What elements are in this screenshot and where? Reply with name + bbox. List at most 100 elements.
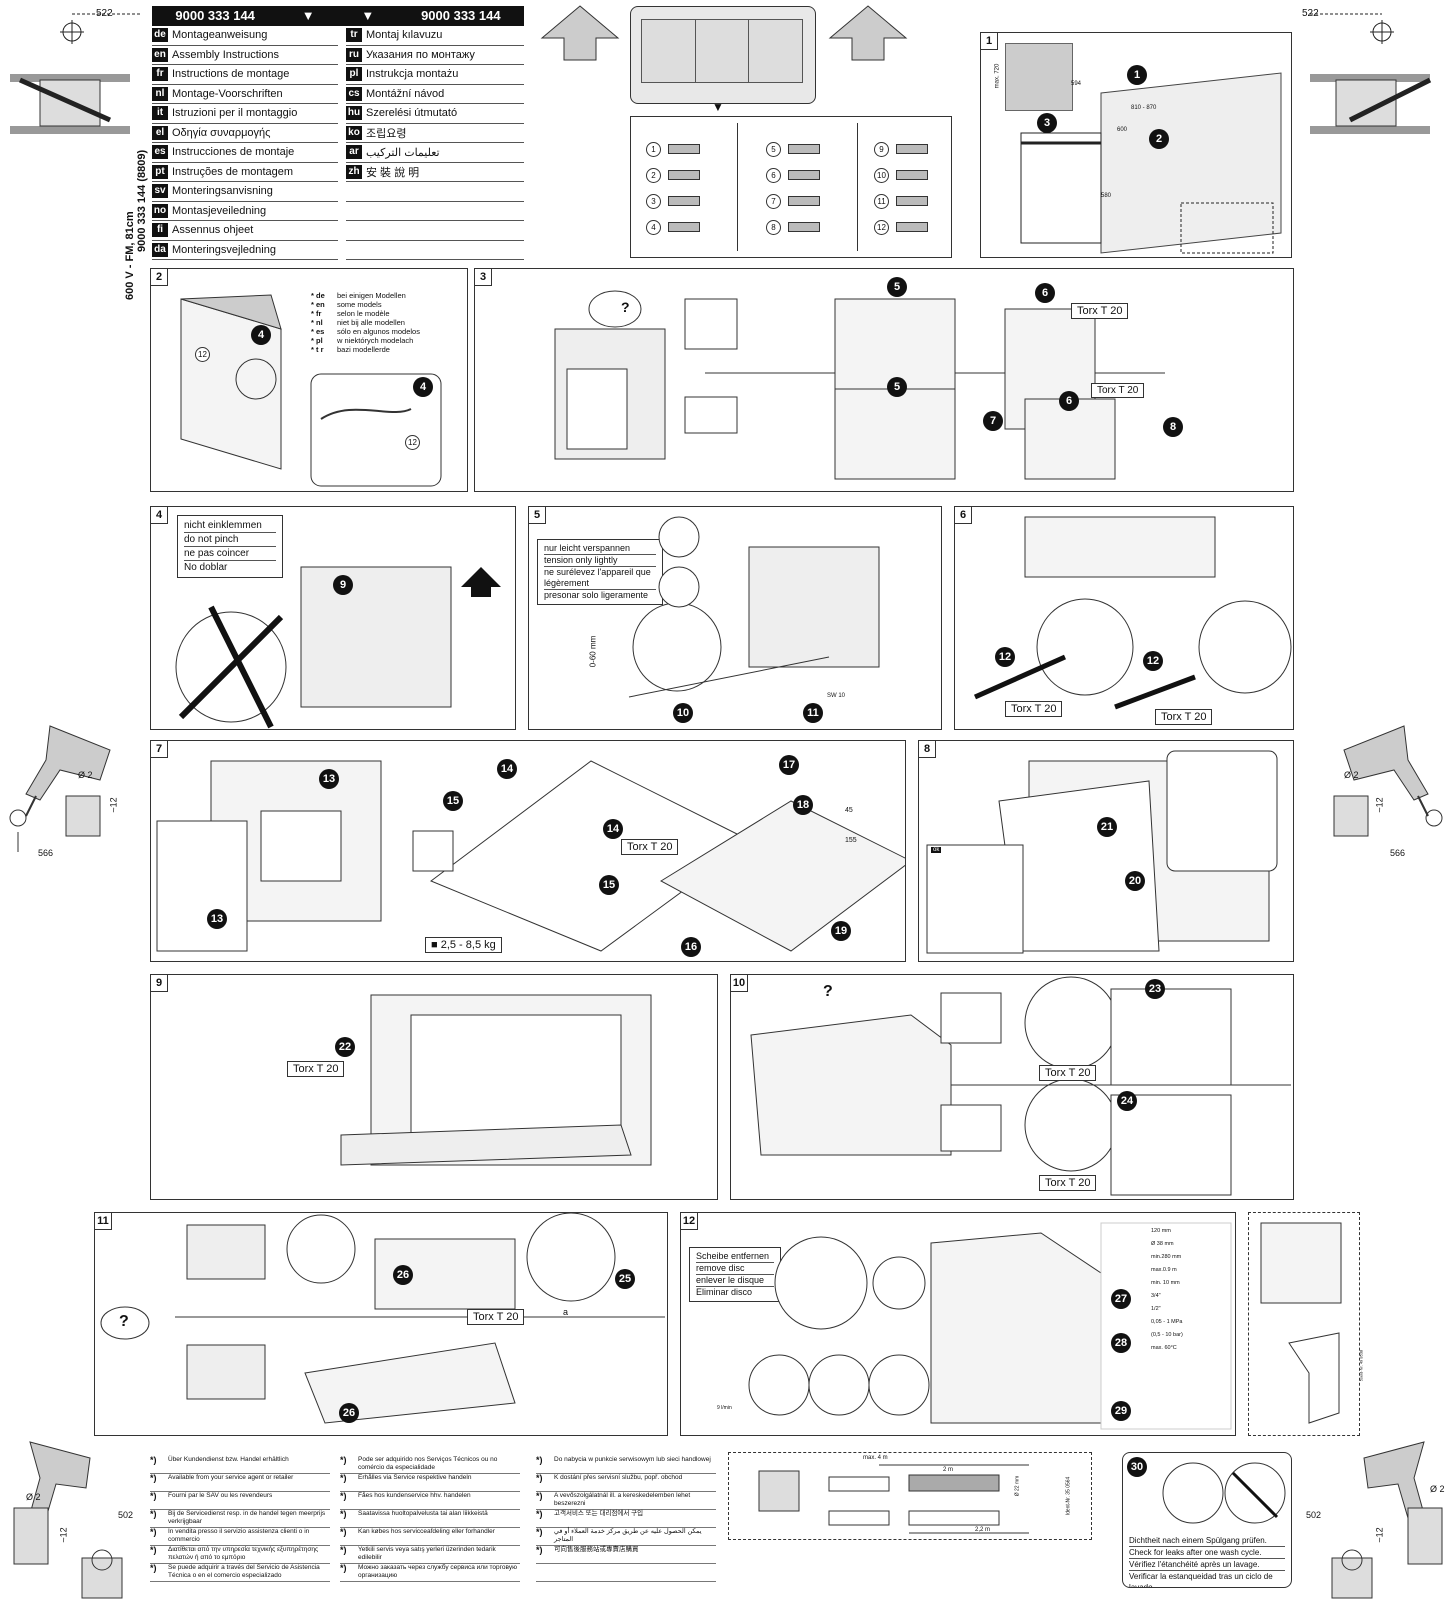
asterisk-icon: *) <box>536 1473 543 1483</box>
torx-label: Torx T 20 <box>1039 1065 1097 1081</box>
asterisk-icon: *) <box>340 1455 347 1465</box>
asterisk-icon: *) <box>150 1509 157 1519</box>
language-code: pt <box>152 164 168 179</box>
weight-value: 2,5 - 8,5 kg <box>440 939 496 951</box>
asterisk-icon: *) <box>150 1491 157 1501</box>
language-code: fr <box>152 67 168 82</box>
footnote-text: Pode ser adquirido nos Serviços Técnicos… <box>358 1456 498 1471</box>
step-badge: 11 <box>803 703 823 723</box>
drill-right-illustration <box>1333 725 1443 837</box>
drill-diameter: Ø 2 <box>1344 770 1359 780</box>
language-title: Istruzioni per il montaggio <box>172 107 298 120</box>
note-text: w niektórych modelach <box>337 336 414 345</box>
part-illustration <box>668 144 700 154</box>
step-badge: 23 <box>1145 979 1165 999</box>
language-code: nl <box>152 86 168 101</box>
screw-fastening-illustration <box>340 994 652 1166</box>
note-language: * de <box>311 291 325 300</box>
note-line: tension only lightly <box>544 555 656 567</box>
language-code: no <box>152 203 168 218</box>
step-badge: 20 <box>1125 871 1145 891</box>
language-title: Monteringsvejledning <box>172 243 276 256</box>
panel-11: 11 ? 26 26 25 Torx T 20 a <box>94 1212 668 1436</box>
panel-number: 9 <box>151 975 168 992</box>
language-row <box>346 182 524 202</box>
flow-label: 9 l/min <box>717 1405 732 1411</box>
hose-extension-box: max. 4 m 2 m 2,2 m Ø 22 mm Ident-Nr. 35 … <box>728 1452 1092 1540</box>
step-badge: 26 <box>339 1403 359 1423</box>
part-number-badge: 3 <box>646 194 661 209</box>
footnote-text: Über Kundendienst bzw. Handel erhältlich <box>168 1456 289 1463</box>
weight-label: ■ 2,5 - 8,5 kg <box>425 937 502 953</box>
connection-dimension: max. 60°C <box>1151 1345 1177 1351</box>
part-illustration <box>788 222 820 232</box>
dim-label: 155 <box>845 837 857 844</box>
footnote-row: *)In vendita presso il servizio assisten… <box>150 1528 330 1546</box>
top-left-cabinet-illustration <box>10 13 140 134</box>
drill-depth: ~12 <box>108 797 119 813</box>
panel-1: 1 594 max. 720 1 2 3 600 580 810 - 870 <box>980 32 1292 258</box>
footnote-text: Erhålles via Service respektive handeln <box>358 1474 472 1481</box>
language-title: Montaj kılavuzu <box>366 29 443 42</box>
panel-7: 7 13 13 14 14 15 15 16 17 18 19 ■ 2,5 - … <box>150 740 906 962</box>
footnote-text: يمكن الحصول عليه عن طريق مركز خدمة العمل… <box>554 1528 702 1543</box>
step-badge: 12 <box>995 647 1015 667</box>
note-language: * fr <box>311 309 322 318</box>
asterisk-icon: *) <box>536 1509 543 1519</box>
footnote-row <box>536 1564 716 1582</box>
footnote-text: Available from your service agent or ret… <box>168 1474 294 1481</box>
water-connection-illustration <box>748 1222 1232 1430</box>
connection-dimension: (0,5 - 10 bar) <box>1151 1332 1183 1338</box>
connection-dimension: 3/4" <box>1151 1293 1161 1299</box>
step-badge: 22 <box>335 1037 355 1057</box>
part-illustration <box>668 170 700 180</box>
footnote-text: Kan købes hos servicceafdeling eller for… <box>358 1528 495 1535</box>
language-title: 安 裝 說 明 <box>366 166 420 179</box>
panel-number: 1 <box>981 33 998 50</box>
dim-bottom-right: 502 <box>1306 1510 1322 1520</box>
part-illustration <box>668 196 700 206</box>
panel-number: 5 <box>529 507 546 524</box>
step-badge: 13 <box>319 769 339 789</box>
drill-diameter: Ø 2 <box>1430 1484 1445 1494</box>
panel-number: 2 <box>151 269 168 286</box>
footnote-text: 可向售後服務站或專賣店購買 <box>554 1546 639 1553</box>
torx-label: Torx T 20 <box>1071 303 1129 319</box>
note-text: bazi modellerde <box>337 345 390 354</box>
connection-dimension: 0,05 - 1 MPa <box>1151 1319 1183 1325</box>
language-title: Instructions de montage <box>172 68 290 81</box>
ok-label: ok <box>931 847 942 853</box>
footnote-text: Se puede adquirir a través del Servicio … <box>168 1564 320 1579</box>
language-row <box>346 241 524 260</box>
step-badge: 24 <box>1117 1091 1137 1111</box>
dim-top-right: 522 <box>1302 8 1319 19</box>
dim-label: 600 <box>1117 127 1128 133</box>
note-line: Vérifiez l'étanchéité après un lavage. <box>1129 1559 1285 1571</box>
panel-10: 10 23 24 Torx T 20 Torx T 20 ? <box>730 974 1294 1200</box>
wrench-size: SW 10 <box>827 693 846 699</box>
foot-adjustment-illustration <box>973 516 1292 710</box>
torx-label: Torx T 20 <box>621 839 679 855</box>
panel-9: 9 22 Torx T 20 <box>150 974 718 1200</box>
footnote-text: 고객서비스 또는 대리점에서 구입 <box>554 1510 644 1517</box>
asterisk-icon: *) <box>340 1545 347 1555</box>
footnote-row: *)Διατίθεται από την υπηρεσία τεχνικής ε… <box>150 1546 330 1564</box>
note-line: nicht einklemmen <box>184 519 276 533</box>
hose-extension-illustration <box>758 1464 1029 1534</box>
dim-label: 810 - 870 <box>1131 105 1157 111</box>
step-badge: 6 <box>1035 283 1055 303</box>
footnote-row: *)K dostání přes servisní službu, popř. … <box>536 1474 716 1492</box>
